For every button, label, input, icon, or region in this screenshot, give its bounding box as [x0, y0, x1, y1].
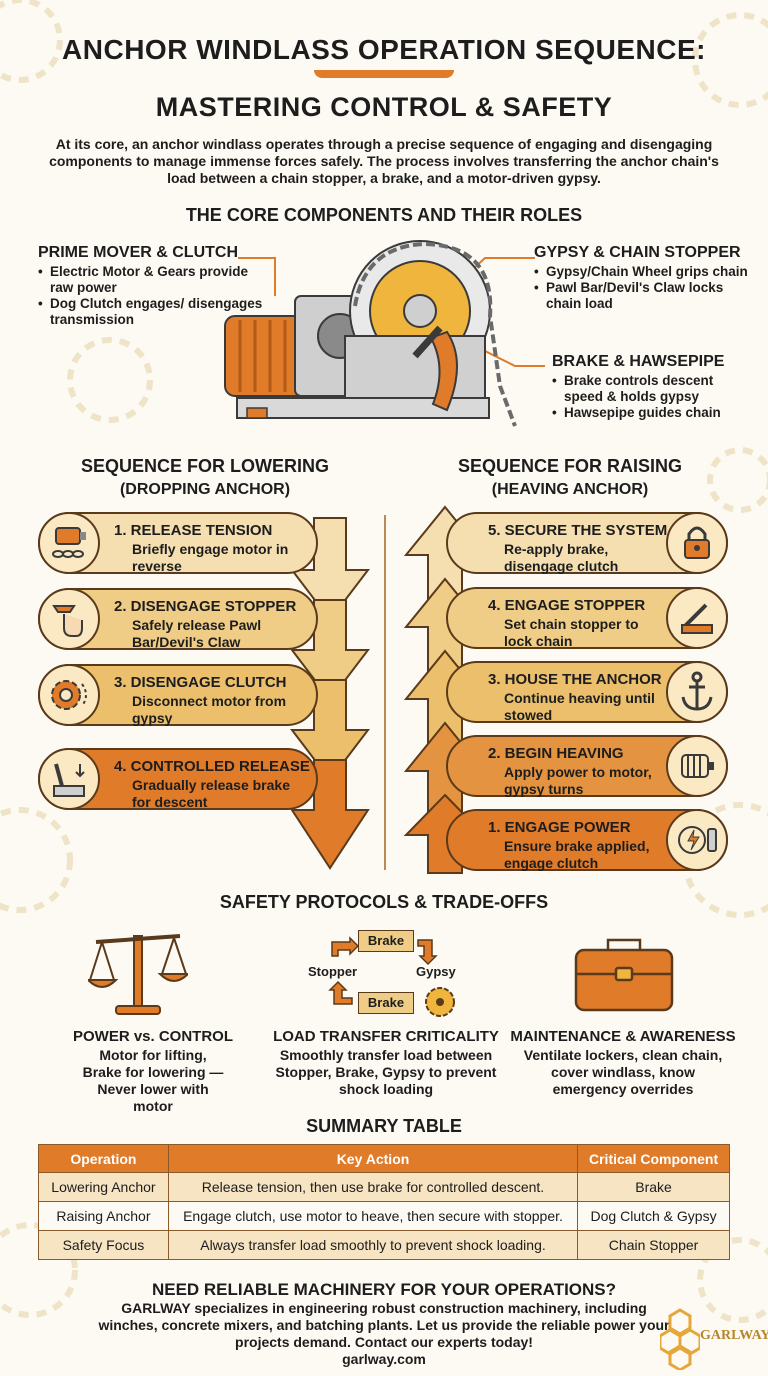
cycle-stopper-label: Stopper — [308, 964, 358, 979]
lowering-step-4-desc: Gradually release brake for descent — [132, 777, 290, 810]
table-cell: Brake — [577, 1172, 730, 1202]
raising-step-3-desc: Continue heaving until stowed — [504, 690, 655, 723]
raising-step-1-title: 1. ENGAGE POWER — [488, 819, 631, 836]
prime-mover-callout: PRIME MOVER & CLUTCH Electric Motor & Ge… — [38, 244, 268, 328]
motor-chain-icon — [38, 512, 100, 574]
brake-callout: BRAKE & HAWSEPIPE Brake controls descent… — [552, 353, 752, 421]
garlway-logo: GARLWAY — [660, 1308, 768, 1370]
summary-table: Operation Key Action Critical Component … — [38, 1144, 730, 1260]
safety-item-power: POWER vs. CONTROL Motor for lifting, Bra… — [48, 1028, 258, 1115]
col-key-action: Key Action — [167, 1144, 579, 1173]
safety-load-title: LOAD TRANSFER CRITICALITY — [273, 1028, 499, 1045]
table-cell: Dog Clutch & Gypsy — [577, 1201, 730, 1231]
lowering-step-2-title: 2. DISENGAGE STOPPER — [114, 598, 297, 615]
lowering-step-3-desc: Disconnect motor from gypsy — [132, 693, 287, 726]
brake-lever-icon — [38, 748, 100, 810]
gypsy-callout: GYPSY & CHAIN STOPPER Gypsy/Chain Wheel … — [534, 244, 754, 312]
page-subtitle: MASTERING CONTROL & SAFETY — [155, 92, 613, 122]
cycle-brake-top: Brake — [358, 930, 414, 952]
table-cell: Lowering Anchor — [38, 1172, 169, 1202]
raising-heading-block: SEQUENCE FOR RAISING (HEAVING ANCHOR) — [405, 456, 735, 499]
raising-step-4-title: 4. ENGAGE STOPPER — [488, 597, 646, 614]
intro-paragraph: At its core, an anchor windlass operates… — [49, 136, 719, 186]
cta-text: GARLWAY specializes in engineering robus… — [98, 1300, 670, 1350]
lowering-step-1-desc: Briefly engage motor in reverse — [132, 541, 289, 574]
safety-load-desc: Smoothly transfer load between Stopper, … — [275, 1047, 497, 1097]
table-cell: Safety Focus — [38, 1230, 169, 1260]
prime-mover-title: PRIME MOVER & CLUTCH — [38, 244, 238, 261]
safety-maint-desc: Ventilate lockers, clean chain, cover wi… — [523, 1047, 723, 1097]
raising-subtitle: (HEAVING ANCHOR) — [491, 481, 649, 498]
logo-text: GARLWAY — [700, 1328, 768, 1343]
sequence-divider — [384, 515, 386, 870]
safety-power-desc: Motor for lifting, Brake for lowering — … — [82, 1047, 224, 1114]
toolbox-icon — [574, 938, 674, 1012]
lowering-title: SEQUENCE FOR LOWERING — [80, 456, 329, 476]
gypsy-bullet-2: Pawl Bar/Devil's Claw locks chain load — [534, 280, 754, 312]
lowering-step-2-desc: Safely release Pawl Bar/Devil's Claw — [132, 617, 262, 650]
anchor-icon — [666, 661, 728, 723]
lowering-step-3-title: 3. DISENGAGE CLUTCH — [114, 674, 287, 691]
page-title: ANCHOR WINDLASS OPERATION SEQUENCE: — [62, 34, 706, 65]
gypsy-bullet-1: Gypsy/Chain Wheel grips chain — [534, 264, 754, 280]
summary-heading: SUMMARY TABLE — [306, 1116, 462, 1136]
cycle-gypsy-label: Gypsy — [416, 964, 456, 979]
table-cell: Always transfer load smoothly to prevent… — [167, 1230, 579, 1260]
windlass-illustration — [224, 240, 545, 427]
lowering-subtitle: (DROPPING ANCHOR) — [119, 481, 291, 498]
stopper-lever-icon — [666, 587, 728, 649]
components-heading: THE CORE COMPONENTS AND THEIR ROLES — [185, 205, 583, 225]
safety-power-title: POWER vs. CONTROL — [72, 1028, 233, 1045]
brake-title: BRAKE & HAWSEPIPE — [552, 353, 725, 370]
raising-step-5-desc: Re-apply brake, disengage clutch — [504, 541, 619, 574]
table-cell: Raising Anchor — [38, 1201, 169, 1231]
col-critical-component: Critical Component — [577, 1144, 730, 1173]
raising-step-1-desc: Ensure brake applied, engage clutch — [504, 838, 650, 871]
raising-step-4-desc: Set chain stopper to lock chain — [504, 616, 639, 649]
summary-header-row: Operation Key Action Critical Component — [38, 1144, 730, 1173]
raising-step-2-desc: Apply power to motor, gypsy turns — [504, 764, 652, 797]
table-row: Lowering Anchor Release tension, then us… — [38, 1172, 730, 1202]
lowering-step-1-title: 1. RELEASE TENSION — [114, 522, 273, 539]
safety-item-maintenance: MAINTENANCE & AWARENESS Ventilate locker… — [508, 1028, 738, 1098]
hand-lever-icon — [38, 588, 100, 650]
clutch-gear-icon — [38, 664, 100, 726]
cycle-diagram-icon: Brake Stopper Gypsy Brake — [300, 926, 470, 1026]
cycle-brake-bottom: Brake — [358, 992, 414, 1014]
prime-bullet-1: Electric Motor & Gears provide raw power — [38, 264, 268, 296]
cta-link[interactable]: garlway.com — [342, 1351, 426, 1367]
table-cell: Engage clutch, use motor to heave, then … — [167, 1201, 579, 1231]
safety-maint-title: MAINTENANCE & AWARENESS — [510, 1028, 736, 1045]
raising-step-2-title: 2. BEGIN HEAVING — [488, 745, 624, 762]
lowering-heading-block: SEQUENCE FOR LOWERING (DROPPING ANCHOR) — [40, 456, 370, 499]
raising-step-3-title: 3. HOUSE THE ANCHOR — [488, 671, 662, 688]
brake-bullet-2: Hawsepipe guides chain — [552, 405, 752, 421]
safety-item-load: LOAD TRANSFER CRITICALITY Smoothly trans… — [270, 1028, 502, 1098]
title-accent-bar — [314, 70, 454, 78]
col-operation: Operation — [38, 1144, 169, 1173]
cta-title: NEED RELIABLE MACHINERY FOR YOUR OPERATI… — [151, 1280, 617, 1299]
scales-icon — [88, 934, 188, 1015]
table-row: Safety Focus Always transfer load smooth… — [38, 1230, 730, 1260]
table-cell: Release tension, then use brake for cont… — [167, 1172, 579, 1202]
raising-title: SEQUENCE FOR RAISING — [457, 456, 683, 476]
safety-heading: SAFETY PROTOCOLS & TRADE-OFFS — [219, 892, 549, 912]
power-clutch-icon — [666, 809, 728, 871]
table-row: Raising Anchor Engage clutch, use motor … — [38, 1201, 730, 1231]
lowering-step-4-title: 4. CONTROLLED RELEASE — [114, 758, 310, 775]
motor-icon — [666, 735, 728, 797]
table-cell: Chain Stopper — [577, 1230, 730, 1260]
brake-bullet-1: Brake controls descent speed & holds gyp… — [552, 373, 752, 405]
padlock-icon — [666, 512, 728, 574]
lowering-step-4: 4. CONTROLLED RELEASE Gradually release … — [38, 748, 318, 810]
gypsy-title: GYPSY & CHAIN STOPPER — [534, 244, 741, 261]
raising-step-5-title: 5. SECURE THE SYSTEM — [488, 522, 668, 539]
prime-bullet-2: Dog Clutch engages/ disengages transmiss… — [38, 296, 268, 328]
